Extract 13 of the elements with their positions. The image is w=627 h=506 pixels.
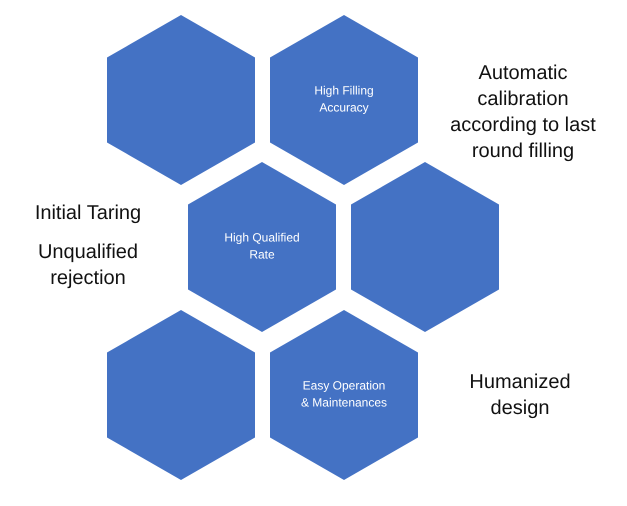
hexagon-tile (107, 15, 255, 185)
feature-text: Humanized design (468, 370, 572, 421)
tile-label: Easy Operation & Maintenances (300, 378, 388, 412)
hexagon-tile (270, 310, 418, 480)
hexagon-tile (351, 162, 499, 332)
feature-text: Initial Taring (34, 201, 142, 226)
hexagon-tile (188, 162, 336, 332)
hexagon-tile (270, 15, 418, 185)
hexagon-tile (107, 310, 255, 480)
tile-label: High Qualified Rate (223, 230, 301, 264)
feature-text: Automatic calibration according to last round filling (449, 61, 597, 164)
feature-text: Unqualified rejection (36, 240, 140, 291)
tile-label: High Filling Accuracy (313, 82, 375, 117)
